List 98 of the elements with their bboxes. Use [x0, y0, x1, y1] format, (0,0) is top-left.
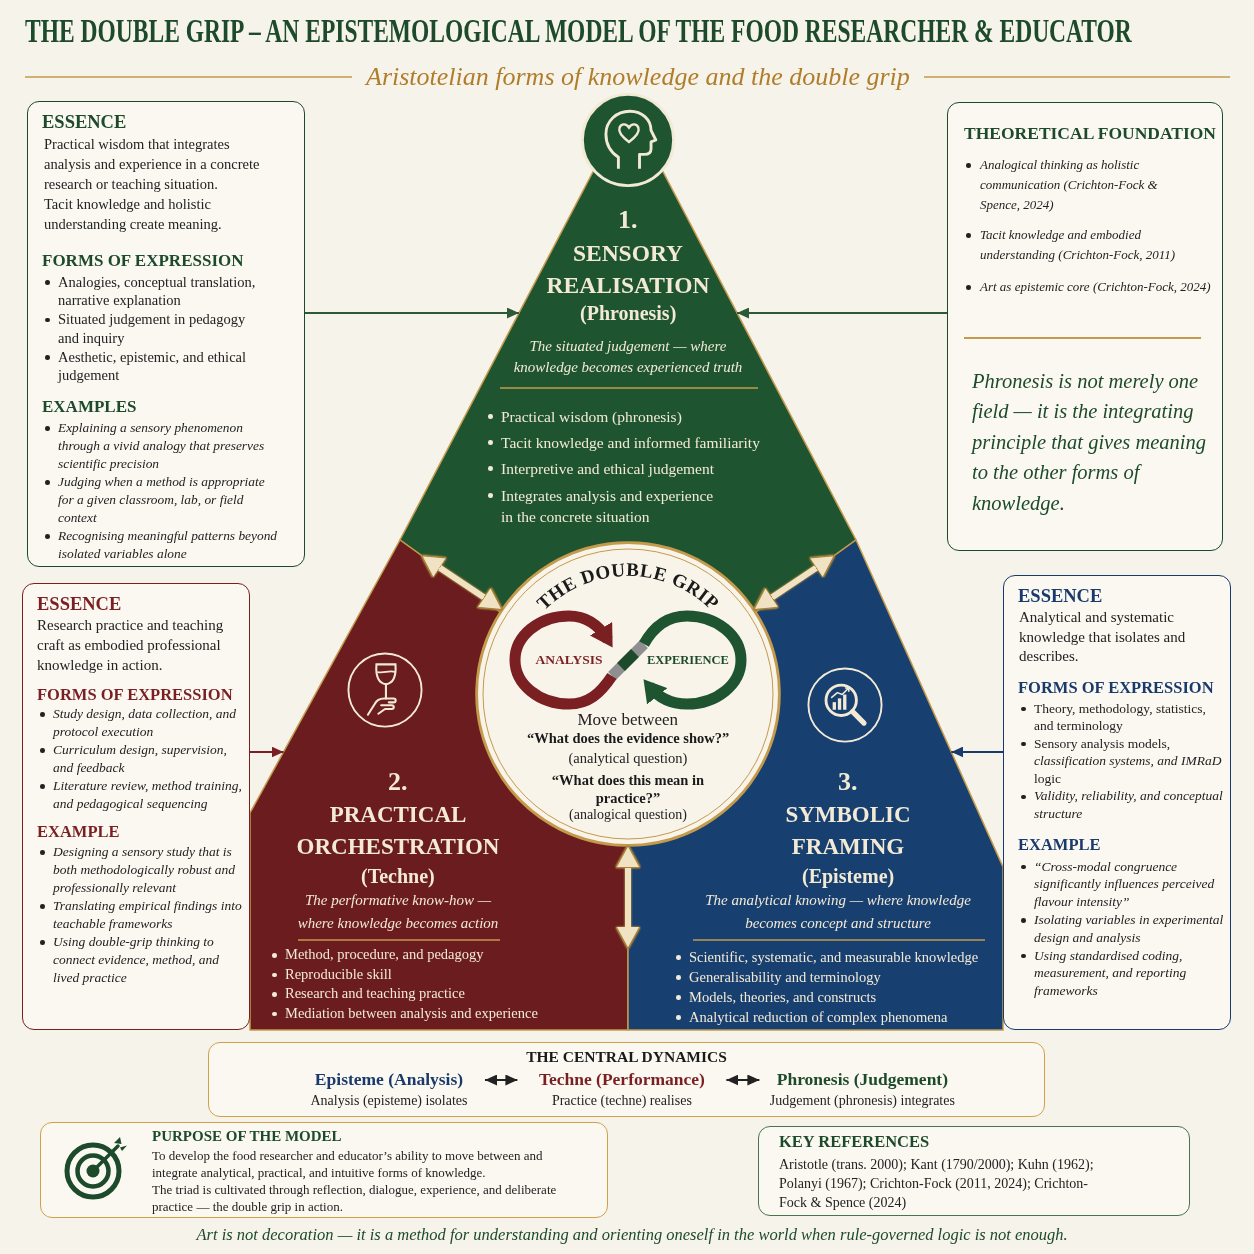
- question-text: “What does the evidence show?”: [527, 730, 730, 748]
- panel-subtitle: (Techne): [361, 864, 435, 889]
- body-text: Practice (techne) realises: [551, 1092, 692, 1110]
- body-text: (analytical question): [568, 749, 688, 767]
- tagline-text: The performative know-how — where knowledge becomes action: [296, 891, 500, 933]
- section-heading: FORMS OF EXPRESSION: [42, 249, 244, 271]
- quote-text: Phronesis is not merely one field — it is the integrating principle that gives meaning to the other forms of knowledge.: [972, 368, 1207, 517]
- bullet-item: Isolating variables in experimental design and analysis: [1018, 911, 1226, 947]
- section-heading: PURPOSE OF THE MODEL: [152, 1127, 342, 1146]
- body-text: (analogical question): [569, 806, 687, 824]
- bullet-item: Designing a sensory study that is both methodologically robust and professionally relevant: [37, 843, 245, 897]
- body-text: The triad is cultivated through reflection, dialogue, experience, and deliberate practice — the double grip in action.: [152, 1181, 558, 1215]
- bullet-item: “Cross-modal congruence significantly influences perceived flavour intensity”: [1018, 857, 1226, 912]
- bullet-item: Tacit knowledge and informed familiarity: [484, 431, 760, 453]
- bullet-item: Research and teaching practice: [268, 984, 465, 1004]
- arrow: [950, 746, 1004, 758]
- bullet-item: Method, procedure, and pedagogy: [268, 945, 484, 965]
- body-text: Analysis (episteme) isolates: [310, 1092, 468, 1110]
- body-text: Aristotle (trans. 2000); Kant (1790/2000); Kuhn (1962); Polanyi (1967); Crichton-Fock (2011, 2024); Crichton-Fock & Spence (2024): [779, 1155, 1095, 1212]
- section-heading: KEY REFERENCES: [779, 1132, 930, 1152]
- bullet-item: Curriculum design, supervision, and feedback: [37, 741, 245, 777]
- panel-title: PRACTICAL ORCHESTRATION: [295, 801, 501, 861]
- bullet-item: Generalisability and terminology: [672, 967, 881, 987]
- bullet-item: Aesthetic, epistemic, and ethical judgement: [42, 347, 267, 386]
- body-text: Practical wisdom that integrates analysis and experience in a concrete research or teaching situation.: [44, 135, 261, 194]
- tagline-text: The analytical knowing — where knowledge becomes concept and structure: [704, 891, 972, 933]
- bullet-item: Tacit knowledge and embodied understanding (Crichton-Fock, 2011): [964, 225, 1218, 265]
- info-card: [758, 1126, 1190, 1216]
- body-text: Move between: [577, 710, 679, 730]
- double-arrow: [725, 1074, 761, 1086]
- term-heading: Phronesis (Judgement): [776, 1068, 949, 1090]
- bullet-item: Art as epistemic core (Crichton-Fock, 2024): [964, 277, 1211, 297]
- section-heading: ESSENCE: [37, 593, 122, 615]
- section-number: 2.: [388, 767, 408, 797]
- body-text: Analytical and systematic knowledge that isolates and describes.: [1019, 608, 1187, 666]
- double-arrow: [484, 1074, 519, 1086]
- section-heading: THEORETICAL FOUNDATION: [964, 122, 1216, 144]
- subtitle-text: Aristotelian forms of knowledge and the double grip: [366, 61, 910, 93]
- bullet-item: Analytical reduction of complex phenomena: [672, 1007, 948, 1027]
- info-card: [208, 1042, 1045, 1117]
- info-card: [27, 101, 305, 567]
- double-arrow: [753, 555, 835, 611]
- section-heading: THE CENTRAL DYNAMICS: [526, 1047, 727, 1067]
- caption-text: Art is not decoration — it is a method for understanding and orienting oneself in the world when rule-governed logic is not enough.: [196, 1224, 1068, 1246]
- bullet-item: Integrates analysis and experience in the concrete situation: [484, 484, 722, 527]
- bullet-item: Practical wisdom (phronesis): [484, 405, 682, 427]
- bullet-item: Situated judgement in pedagogy and inquiry: [42, 310, 267, 348]
- section-heading: ESSENCE: [42, 111, 127, 133]
- bullet-item: Reproducible skill: [268, 964, 392, 985]
- bullet-item: Mediation between analysis and experience: [268, 1003, 538, 1024]
- arrow: [249, 746, 285, 758]
- panel-subtitle: (Episteme): [802, 864, 895, 889]
- section-heading: EXAMPLE: [37, 820, 120, 842]
- bullet-item: Literature review, method training, and pedagogical sequencing: [37, 777, 245, 813]
- loop-label: ANALYSIS: [535, 651, 603, 669]
- bullet-item: Using standardised coding, measurement, and reporting frameworks: [1018, 946, 1226, 1001]
- bullet-item: Interpretive and ethical judgement: [484, 457, 715, 479]
- info-card: [22, 583, 250, 1030]
- section-number: 3.: [838, 767, 858, 797]
- bullet-item: Using double-grip thinking to connect evidence, method, and lived practice: [37, 933, 245, 987]
- section-heading: EXAMPLES: [42, 396, 137, 418]
- info-card: [1003, 575, 1231, 1030]
- panel-title: SENSORY REALISATION: [545, 239, 711, 300]
- loop-label: EXPERIENCE: [647, 652, 729, 669]
- bullet-item: Models, theories, and constructs: [672, 987, 877, 1007]
- bullet-item: Judging when a method is appropriate for a given classroom, lab, or field context: [42, 472, 278, 527]
- body-text: To develop the food researcher and educator’s ability to move between and integrate analytical, practical, and intuitive forms of knowledge.: [152, 1147, 544, 1181]
- body-text: Judgement (phronesis) integrates: [769, 1092, 955, 1110]
- bullet-item: Translating empirical findings into teachable frameworks: [37, 897, 245, 933]
- section-heading: ESSENCE: [1018, 585, 1103, 607]
- info-card: [947, 102, 1223, 551]
- tagline-text: The situated judgement — where knowledge becomes experienced truth: [512, 337, 744, 377]
- section-heading: FORMS OF EXPRESSION: [1018, 677, 1214, 698]
- info-card: [40, 1122, 608, 1218]
- bullet-item: Theory, methodology, statistics, and terminology: [1018, 699, 1226, 735]
- arrow: [304, 307, 520, 319]
- section-number: 1.: [618, 205, 638, 235]
- body-text: Research practice and teaching craft as embodied professional knowledge in action.: [37, 616, 225, 675]
- bullet-item: Validity, reliability, and conceptual structure: [1018, 787, 1226, 823]
- term-heading: Techne (Performance): [538, 1068, 705, 1090]
- page-title: THE DOUBLE GRIP – AN EPISTEMOLOGICAL MODEL OF THE FOOD RESEARCHER & EDUCATOR: [25, 12, 1132, 50]
- body-text: Tacit knowledge and holistic understanding create meaning.: [44, 195, 223, 234]
- double-arrow: [421, 555, 503, 611]
- panel-title: SYMBOLIC FRAMING: [784, 801, 912, 861]
- arrow: [736, 307, 948, 319]
- bullet-item: Study design, data collection, and protocol execution: [37, 705, 245, 741]
- panel-subtitle: (Phronesis): [580, 301, 677, 326]
- bullet-item: Analogical thinking as holistic communication (Crichton-Fock & Spence, 2024): [964, 155, 1189, 215]
- section-heading: FORMS OF EXPRESSION: [37, 683, 233, 705]
- bullet-item: Explaining a sensory phenomenon through a vivid analogy that preserves scientific precision: [42, 418, 278, 473]
- section-heading: EXAMPLE: [1018, 834, 1101, 856]
- bullet-item: Recognising meaningful patterns beyond isolated variables alone: [42, 526, 278, 563]
- double-arrow: [616, 844, 640, 950]
- bullet-item: Scientific, systematic, and measurable knowledge: [672, 947, 979, 967]
- question-text: “What does this mean in practice?”: [550, 772, 706, 807]
- bullet-item: Analogies, conceptual translation, narrative explanation: [42, 272, 267, 311]
- bullet-item: Sensory analysis models, classification systems, and IMRaD logic: [1018, 734, 1226, 788]
- term-heading: Episteme (Analysis): [314, 1068, 464, 1090]
